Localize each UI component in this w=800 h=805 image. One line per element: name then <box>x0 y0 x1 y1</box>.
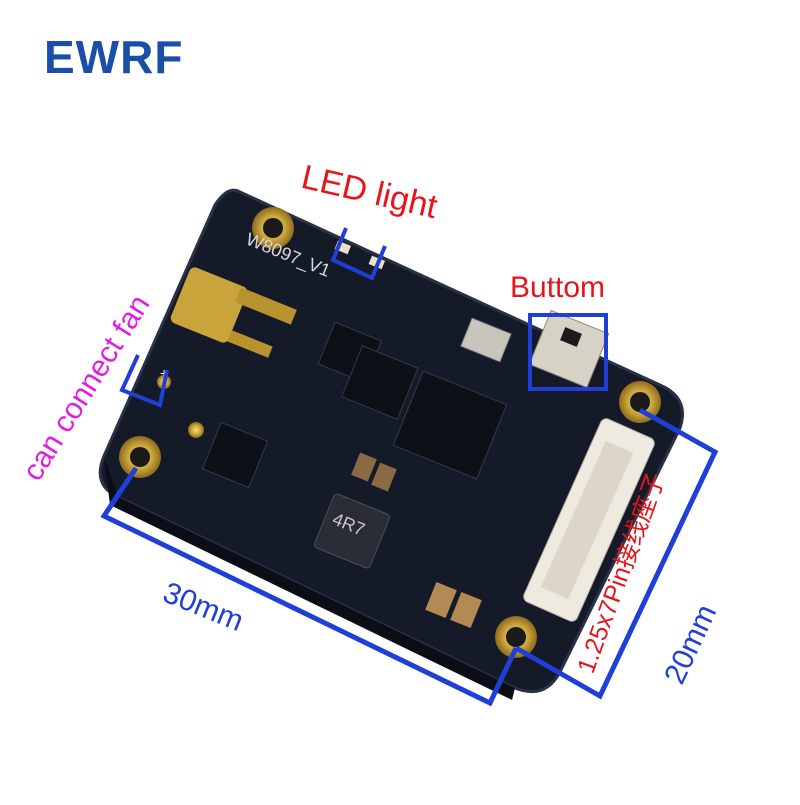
brand-logo: EWRF <box>44 31 184 83</box>
tactile-button <box>528 309 610 389</box>
fan-pad <box>188 422 204 438</box>
led-highlight-box <box>330 227 387 281</box>
fan-highlight-box <box>119 354 169 408</box>
main-chip <box>392 370 508 480</box>
antenna-connector <box>170 267 297 358</box>
height-dimension-line <box>514 407 719 700</box>
mounting-hole <box>252 207 294 249</box>
mounting-hole <box>119 436 161 478</box>
button-label: Buttom <box>510 271 606 304</box>
crystal <box>460 317 512 363</box>
mounting-hole <box>619 381 661 423</box>
capacitor <box>351 452 377 482</box>
jst-connector <box>523 418 655 622</box>
fan-plus-marking: + <box>160 365 168 381</box>
mounting-hole <box>495 616 537 658</box>
chip <box>341 345 419 420</box>
chip <box>201 421 269 489</box>
button-highlight-box <box>528 313 608 391</box>
capacitor <box>450 591 482 629</box>
inductor: 4R7 <box>314 493 390 569</box>
width-dimension-line <box>100 466 519 707</box>
capacitor <box>425 581 457 619</box>
capacitor <box>371 462 397 492</box>
